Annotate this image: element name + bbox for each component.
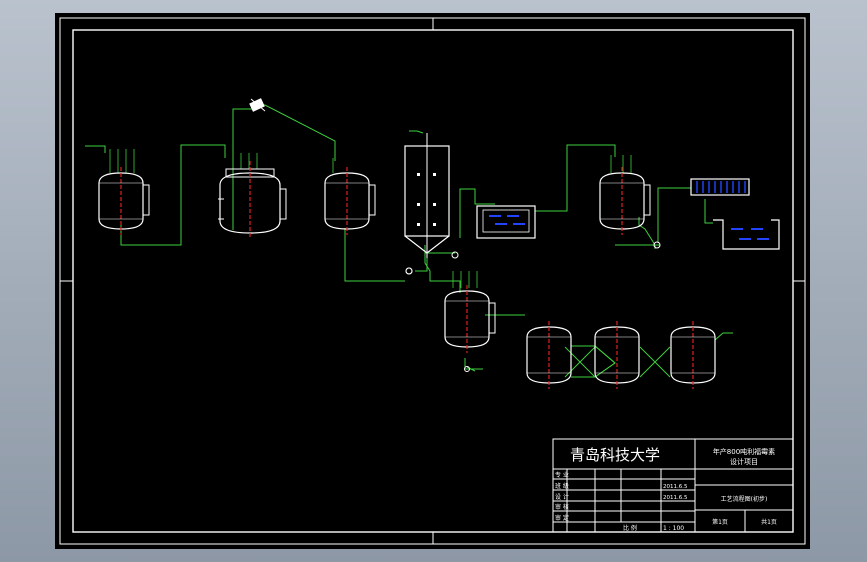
pipelines bbox=[85, 104, 733, 372]
drawing-sheet[interactable]: 青岛科技大学 年产800吨利福霉素 设计项目 工艺流程图(初步) 第1页 共1页… bbox=[55, 13, 810, 549]
cross-pipes bbox=[564, 345, 671, 378]
equipment-tank6[interactable] bbox=[444, 284, 496, 354]
equipment-tank1[interactable] bbox=[98, 166, 150, 236]
scale-value: 1 : 100 bbox=[663, 525, 684, 532]
equipment-basin1[interactable] bbox=[476, 205, 536, 239]
project-title-line2: 设计项目 bbox=[730, 457, 758, 466]
center-marks bbox=[60, 18, 805, 544]
equipment-tank9[interactable] bbox=[670, 320, 716, 390]
pumps bbox=[405, 241, 661, 372]
scale-label: 比 例 bbox=[623, 524, 637, 532]
row-role-4: 审 定 bbox=[555, 514, 569, 522]
equipment-filter[interactable] bbox=[690, 178, 750, 196]
sheet-total: 共1页 bbox=[761, 518, 777, 526]
row-date-2: 2011.6.5 bbox=[663, 495, 688, 501]
equipment-basin2[interactable] bbox=[713, 219, 780, 250]
equipment-reactor[interactable] bbox=[218, 161, 287, 239]
feed-lines bbox=[109, 149, 632, 288]
equipment-tank3[interactable] bbox=[324, 166, 376, 236]
school-name: 青岛科技大学 bbox=[570, 446, 660, 464]
row-role-3: 审 核 bbox=[555, 503, 569, 511]
equipment-tank7[interactable] bbox=[526, 320, 572, 390]
row-date-1: 2011.6.5 bbox=[663, 484, 688, 490]
title-block bbox=[552, 438, 794, 533]
row-role-2: 设 计 bbox=[555, 493, 569, 501]
row-role-1: 班 级 bbox=[555, 482, 569, 490]
drawing-name: 工艺流程图(初步) bbox=[721, 495, 768, 503]
equipment-tank5[interactable] bbox=[599, 166, 651, 236]
equipment-condenser bbox=[249, 98, 266, 112]
equipment-column[interactable] bbox=[404, 133, 459, 275]
sheet-number: 第1页 bbox=[712, 518, 728, 526]
project-title-line1: 年产800吨利福霉素 bbox=[713, 447, 775, 456]
equipment-tank8[interactable] bbox=[594, 320, 640, 390]
row-role-0: 专 业 bbox=[555, 471, 569, 479]
flow-diagram: 青岛科技大学 年产800吨利福霉素 设计项目 工艺流程图(初步) 第1页 共1页… bbox=[59, 17, 806, 545]
